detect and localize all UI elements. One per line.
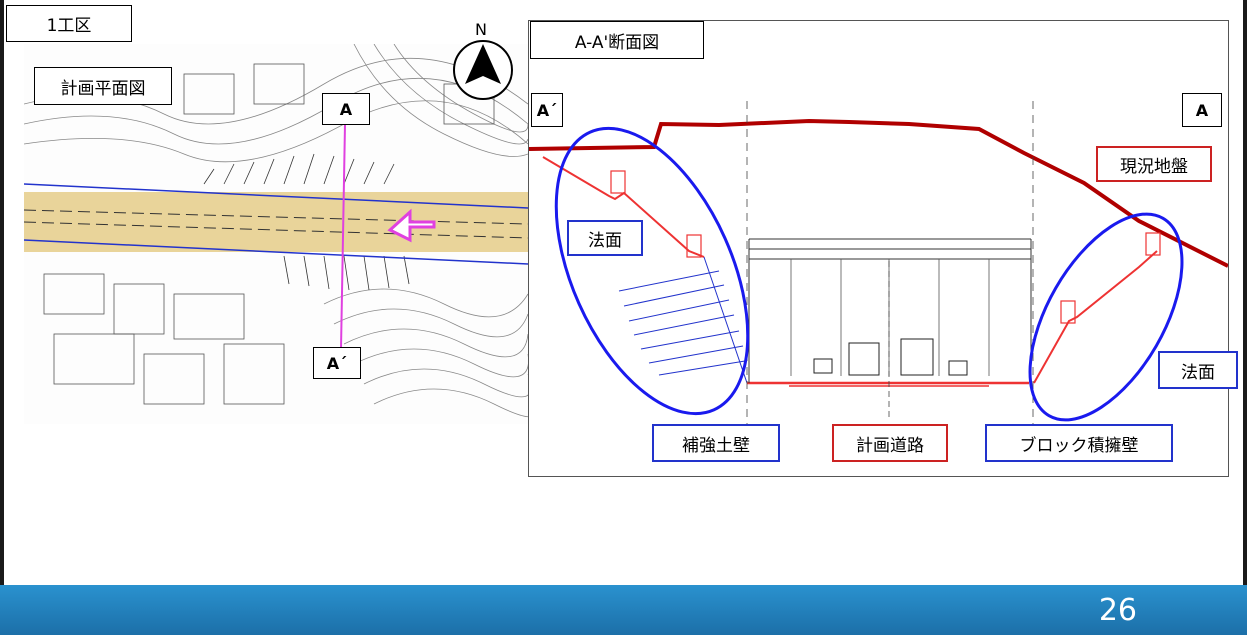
- highlight-ellipse-right: [1028, 212, 1184, 422]
- section-marker-a: A: [322, 93, 370, 125]
- slide-right-border: [1243, 0, 1247, 585]
- cross-section-title: A-A'断面図: [530, 21, 704, 59]
- footer-bar: 26: [0, 585, 1247, 635]
- north-letter: N: [475, 20, 487, 39]
- reinforced-wall-lines: [618, 256, 748, 384]
- road: [24, 183, 528, 265]
- reinforced-earth-wall-label: 補強土壁: [652, 424, 780, 462]
- slope-left: [542, 156, 705, 258]
- cross-section-frame: [528, 20, 1229, 477]
- plan-view-drawing: [24, 44, 528, 424]
- section-label: 1工区: [6, 5, 132, 42]
- plan-view-title: 計画平面図: [34, 67, 172, 105]
- page-number: 26: [1098, 593, 1137, 628]
- planned-road-label: 計画道路: [832, 424, 948, 462]
- slope-right: [1033, 232, 1161, 384]
- plan-view-svg: [24, 44, 528, 418]
- hatch-lines: [203, 153, 410, 291]
- slope-label-left: 法面: [567, 220, 643, 256]
- north-arrow-icon: [453, 40, 513, 100]
- slope-label-right: 法面: [1158, 351, 1238, 389]
- section-end-a-prime: A´: [531, 93, 563, 127]
- highlight-ellipse-left: [554, 126, 750, 416]
- section-marker-a-prime: A´: [313, 347, 361, 379]
- slide-left-border: [0, 0, 4, 585]
- section-end-a: A: [1182, 93, 1222, 127]
- land-parcels: [43, 63, 495, 405]
- existing-ground-label: 現況地盤: [1096, 146, 1212, 182]
- existing-ground-line: [528, 118, 1229, 268]
- contour-lines: [24, 44, 528, 418]
- cross-section-svg: [528, 101, 1229, 441]
- section-line: [340, 123, 346, 350]
- direction-arrow: [387, 208, 436, 243]
- road-cross-section: [746, 101, 1034, 441]
- block-retaining-wall-label: ブロック積擁壁: [985, 424, 1173, 462]
